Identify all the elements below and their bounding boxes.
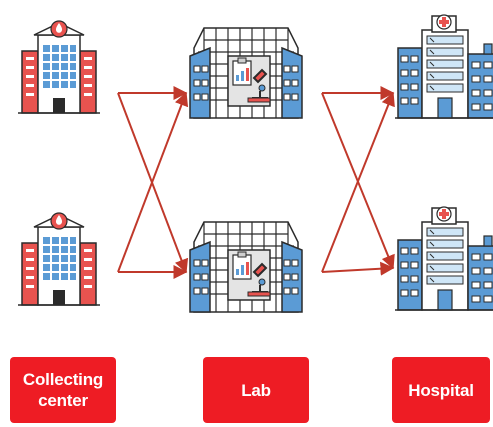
collecting-center-label-line1: Collecting <box>22 370 104 389</box>
arrow-lab-bottom-to-hospital-top <box>321 91 395 273</box>
arrow-collect-bottom-to-lab-top <box>117 91 189 273</box>
collecting-center-top-icon <box>17 20 101 114</box>
hospital-label-text: Hospital <box>408 380 474 400</box>
arrow-lab-bottom-to-hospital-bottom <box>321 261 395 276</box>
collecting-center-label-line2: center <box>38 391 88 410</box>
lab-top-icon <box>189 27 303 119</box>
flow-diagram <box>17 14 493 313</box>
hospital-bottom-icon <box>394 206 493 311</box>
collecting-center-bottom-icon <box>17 212 101 306</box>
hospital-top-icon <box>394 14 493 119</box>
lab-bottom-icon <box>189 221 303 313</box>
hospital-label: Hospital <box>392 357 490 423</box>
lab-label: Lab <box>203 357 309 423</box>
lab-label-text: Lab <box>241 380 271 400</box>
collecting-center-label: Collecting center <box>10 357 116 423</box>
